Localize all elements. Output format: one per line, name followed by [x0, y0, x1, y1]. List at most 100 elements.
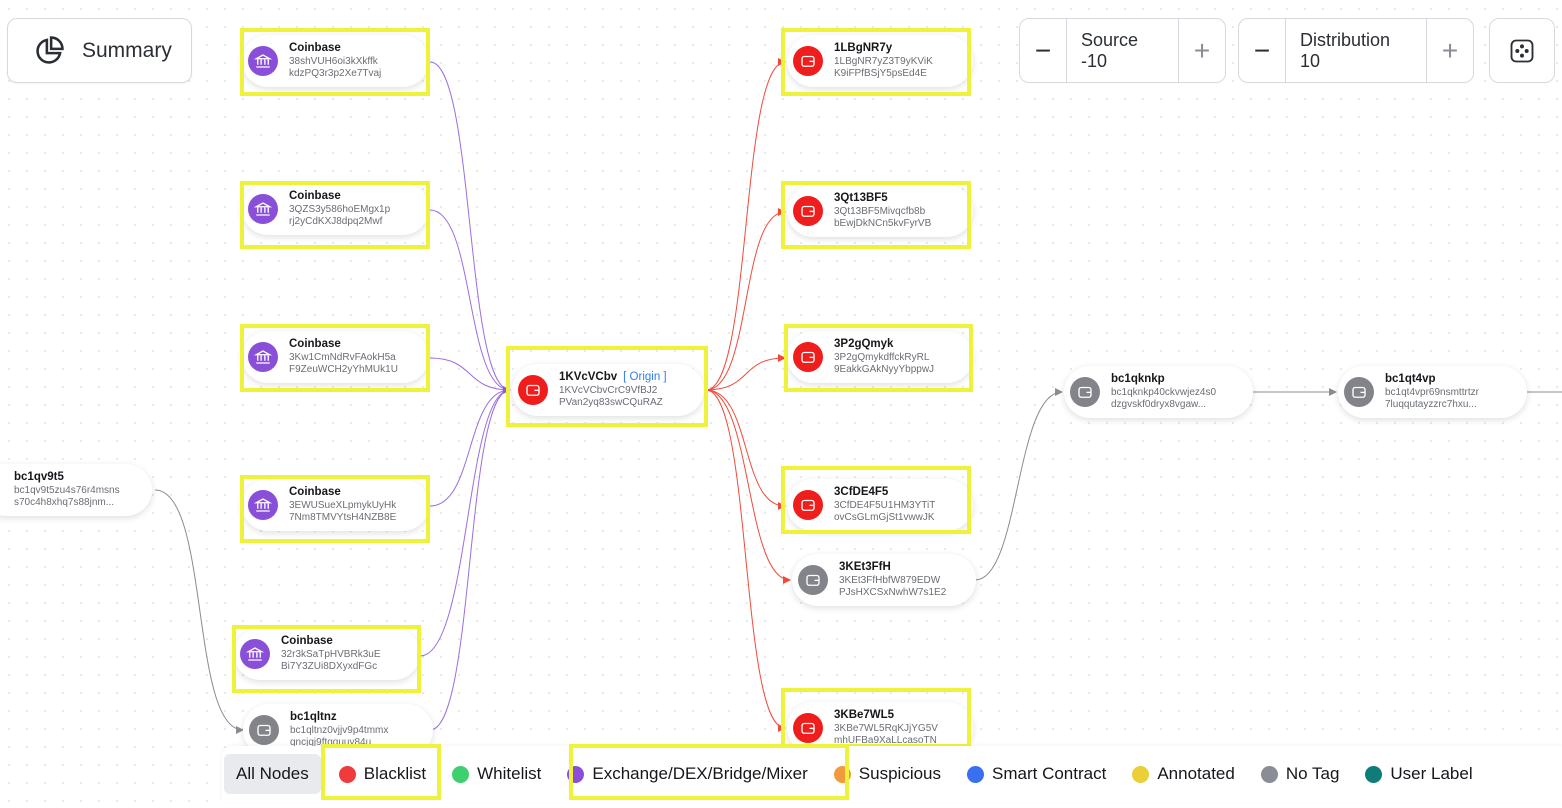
node-address-line2: Bi7Y3ZUi8DXyxdFGc [281, 661, 378, 673]
bank-icon [248, 194, 278, 224]
source-label: Source -10 [1066, 19, 1179, 82]
legend-label: No Tag [1285, 764, 1340, 783]
distribution-increase-button[interactable]: + [1441, 34, 1459, 66]
legend-annotated[interactable]: Annotated [1132, 764, 1235, 784]
node-name: bc1qltnz [290, 710, 337, 723]
legend-exchange[interactable]: Exchange/DEX/Bridge/Mixer [567, 764, 808, 784]
node-name: 3KEt3FfH [839, 560, 891, 573]
node-address-line1: bc1qt4vpr69nsmttrtzr [1385, 386, 1479, 398]
pie-chart-icon [36, 35, 64, 64]
legend-smart-contract[interactable]: Smart Contract [967, 764, 1106, 784]
wallet-icon [793, 196, 823, 226]
node-address-line1: bc1qknkp40ckvwjez4s0 [1111, 386, 1217, 398]
node-name: 3P2gQmyk [834, 337, 894, 350]
legend-no-tag[interactable]: No Tag [1260, 764, 1340, 784]
node-name: bc1qv9t5 [14, 470, 64, 483]
edge-origin-r5 [705, 389, 791, 584]
legend-bar: All Nodes Blacklist Whitelist Exchange/D… [222, 746, 1562, 802]
legend-blacklist[interactable]: Blacklist [338, 764, 426, 784]
node-name: Coinbase [289, 41, 341, 54]
origin-tag: [ Origin ] [623, 370, 667, 383]
node-address-line1: 32r3kSaTpHVBRk3uE [281, 648, 381, 660]
node-name: bc1qknkp [1111, 372, 1165, 385]
legend-label: Whitelist [477, 764, 542, 783]
edge-origin-r4 [705, 389, 786, 510]
node-address-line1: 3KBe7WL5RqKJjYG5V [834, 722, 938, 734]
source-control: − Source -10 + [1019, 18, 1226, 83]
node-address-line2: 9EakkGAkNyyYbppwJ [834, 364, 935, 376]
legend-suspicious[interactable]: Suspicious [833, 764, 941, 784]
wallet-icon [793, 46, 823, 76]
blacklist-dot [338, 765, 356, 783]
legend-whitelist[interactable]: Whitelist [452, 764, 541, 784]
node-address-line1: 3Qt13BF5Mivqcfb8b [834, 205, 926, 217]
wallet-icon [518, 375, 548, 405]
wallet-icon [249, 715, 279, 745]
bank-icon [248, 490, 278, 520]
source-decrease-button[interactable]: − [1034, 34, 1052, 66]
node-address-line2: K9iFPfBSjY5psEd4E [834, 68, 927, 80]
legend-all-nodes[interactable]: All Nodes [224, 754, 321, 794]
distribution-control: − Distribution 10 + [1238, 18, 1474, 83]
node-address-line1: 3EWUSueXLpmykUyHk [289, 499, 397, 511]
edge-cb1-origin [429, 61, 511, 391]
node-name: bc1qt4vp [1385, 372, 1436, 385]
node-name: 1LBgNR7y [834, 41, 893, 54]
node-name: Coinbase [289, 485, 341, 498]
wallet-icon [1070, 377, 1100, 407]
node-address-line2: PJsHXCSxNwhW7s1E2 [839, 587, 947, 599]
edge-origin-r2 [705, 208, 786, 391]
edge-origin-r1 [705, 58, 786, 391]
edge-r5-bc1qknkp [974, 388, 1063, 581]
fit-view-button[interactable] [1489, 18, 1555, 83]
node-address-line2: bEwjDkNCn5kvFyrVB [834, 218, 932, 230]
edge-cb2-origin [429, 209, 511, 391]
source-increase-button[interactable]: + [1193, 34, 1211, 66]
edge-cb4-origin [429, 389, 511, 507]
node-address-line1: bc1qv9t5zu4s76r4msns [14, 484, 120, 496]
edge-bc1qv9t5-bc1qltnz [154, 489, 244, 734]
edge-origin-r3 [705, 354, 786, 391]
edge-origin-r6 [705, 389, 786, 732]
whitelist-dot [452, 765, 470, 783]
bank-icon [248, 46, 278, 76]
node-name: 3Qt13BF5 [834, 191, 888, 204]
wallet-icon [793, 342, 823, 372]
node-address-line1: 1KVcVCbvCrC9VfBJ2 [559, 384, 658, 396]
node-name: 3CfDE4F5 [834, 485, 889, 498]
node-address-line2: 7luqqutayzzrc7hxu... [1385, 399, 1477, 411]
distribution-decrease-button[interactable]: − [1253, 34, 1271, 66]
node-address-line2: kdzPQ3r3p2Xe7Tvaj [289, 68, 382, 80]
node-address-line2: dzgvskf0dryx8vgaw... [1111, 399, 1207, 411]
node-name: Coinbase [281, 634, 333, 647]
node-address-line2: mhUFBa9XaLLcasoTN [834, 735, 937, 747]
annotated-dot [1132, 765, 1150, 783]
legend-user-label[interactable]: User Label [1365, 764, 1473, 784]
node-address-line2: s70c4h8xhq7s88jnm... [14, 497, 115, 509]
node-name: 1KVcVCbv [559, 370, 618, 383]
user-label-dot [1365, 765, 1383, 783]
node-address-line1: 3P2gQmykdffckRyRL [834, 351, 930, 363]
exchange-dot [567, 765, 585, 783]
summary-button[interactable]: Summary [7, 18, 192, 83]
node-name: Coinbase [289, 337, 341, 350]
edge-bc1qltnz-origin [429, 386, 511, 731]
bank-icon [240, 639, 270, 669]
node-address-line2: ovCsGLmGjSt1vwwJK [834, 512, 935, 524]
